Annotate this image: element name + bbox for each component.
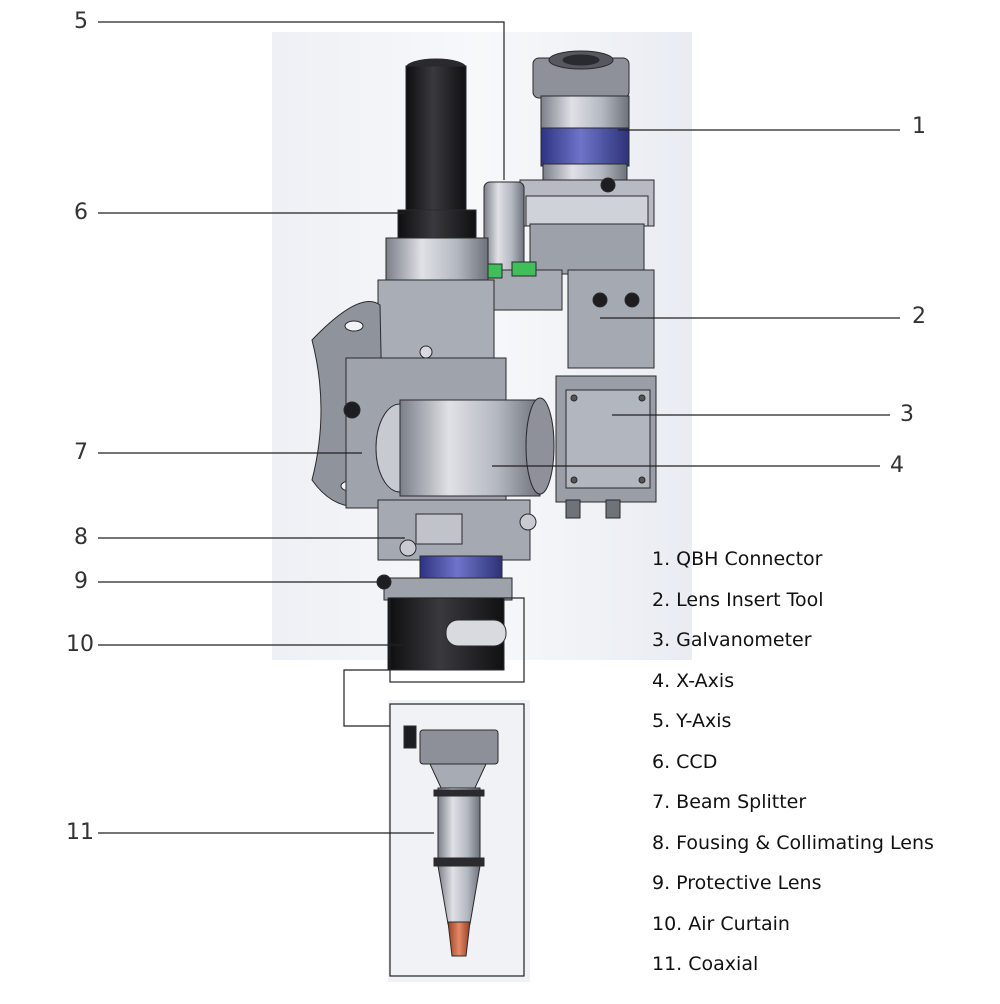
legend-item-ccd: 6. CCD [652,750,718,773]
legend-item-air-curtain: 10. Air Curtain [652,912,790,935]
legend-item-protective-lens: 9. Protective Lens [652,872,822,894]
legend-item-qbh-connector: 1. QBH Connector [652,548,823,570]
callout-number-6: 6 [74,200,88,225]
callout-number-11: 11 [66,820,94,845]
leader-line-5 [98,21,505,180]
coaxial-nozzle-drawing [389,703,525,977]
parts-legend: 1. QBH Connector 2. Lens Insert Tool 3. … [652,546,934,992]
legend-item-x-axis: 4. X-Axis [652,669,735,692]
callout-number-4: 4 [890,453,904,478]
callout-number-3: 3 [900,402,914,427]
legend-item-lens-insert-tool: 2. Lens Insert Tool [652,588,824,611]
callout-number-8: 8 [74,525,88,550]
callout-number-9: 9 [74,569,88,594]
callout-number-2: 2 [912,304,926,329]
legend-item-coaxial: 11. Coaxial [652,953,759,975]
legend-item-beam-splitter: 7. Beam Splitter [652,791,807,813]
air-curtain-link-line [343,669,390,727]
callout-number-10: 10 [66,632,94,657]
callout-number-5: 5 [74,9,88,34]
legend-item-focusing-collimating-lens: 8. Fousing & Collimating Lens [652,831,934,854]
callout-number-7: 7 [74,440,88,465]
laser-head-assembly-drawing [311,50,657,683]
legend-item-y-axis: 5. Y-Axis [652,710,732,732]
legend-item-galvanometer: 3. Galvanometer [652,629,812,651]
callout-number-1: 1 [912,114,926,139]
